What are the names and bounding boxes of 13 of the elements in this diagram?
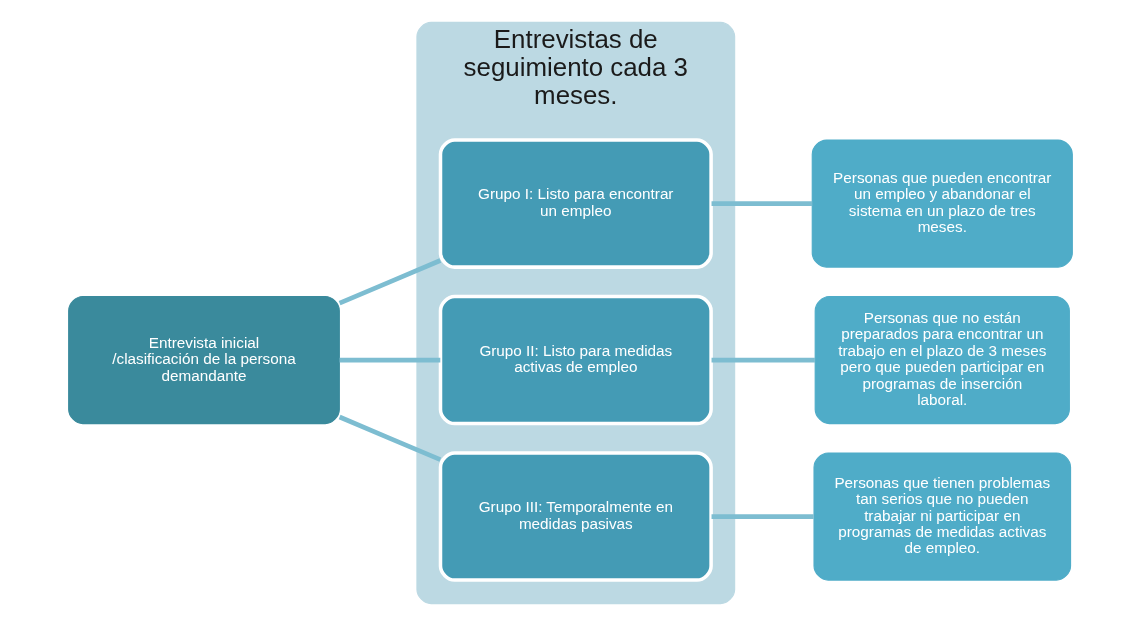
connector (711, 201, 812, 206)
node-box: Entrevista inicial /clasificación de la persona demandante (67, 295, 340, 425)
node-box: Personas que no están preparados para encontrar un trabajo en el plazo de 3 meses pero que pueden participar en programas de inserción laboral. (814, 295, 1070, 425)
connector (711, 357, 815, 363)
node-box: Grupo III: Temporalmente en medidas pasivas (438, 451, 713, 582)
node-box: Personas que pueden encontrar un empleo y abandonar el sistema en un plazo de tres meses. (811, 139, 1073, 268)
connector (339, 357, 440, 363)
node-box: Grupo I: Listo para encontrar un empleo (438, 138, 713, 269)
node-box: Grupo II: Listo para medidas activas de empleo (438, 294, 713, 426)
connector (711, 514, 814, 519)
connector (338, 414, 441, 462)
connector (338, 258, 441, 306)
node-box: Personas que tienen problemas tan serios que no pueden trabajar ni participar en programas de medidas activas de empleo. (812, 452, 1071, 581)
